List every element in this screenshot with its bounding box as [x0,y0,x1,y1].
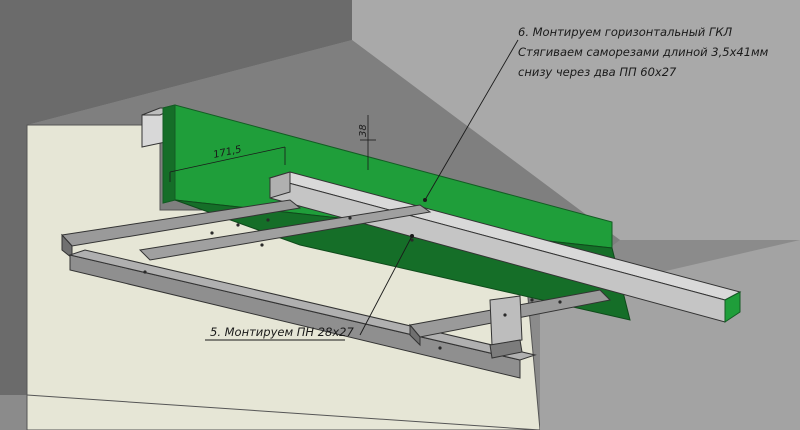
screw-dots [143,216,562,350]
left-side-wall [0,0,352,395]
middle-rail [138,204,432,261]
leader-lines [205,39,519,341]
screw [260,243,264,247]
screw [236,223,240,227]
metal-profiles [61,199,612,379]
screw [530,298,534,302]
step6-title: 6. Монтируем горизонтальный ГКЛ [518,25,732,39]
step6-detail-1: Стягиваем саморезами длиной 3,5х41мм [518,45,769,59]
screw [348,216,352,220]
step6-leader-dot [423,198,427,202]
step5-leader-dot [410,234,414,238]
screw [210,231,214,235]
screw [143,270,147,274]
dimension-lines [169,115,376,182]
right-support [489,295,523,346]
screw [410,238,414,242]
screw [438,346,442,350]
step6-detail-2: снизу через два ПП 60х27 [518,65,677,79]
upper-right-wall [352,0,800,240]
room-edge [26,394,541,430]
screw [266,218,270,222]
step5-leader [359,235,413,336]
screw [503,313,507,317]
step5-title: 5. Монтируем ПН 28х27 [210,325,354,339]
step6-leader [424,39,519,201]
screw [558,300,562,304]
dimension-height-label: 38 [358,124,369,137]
